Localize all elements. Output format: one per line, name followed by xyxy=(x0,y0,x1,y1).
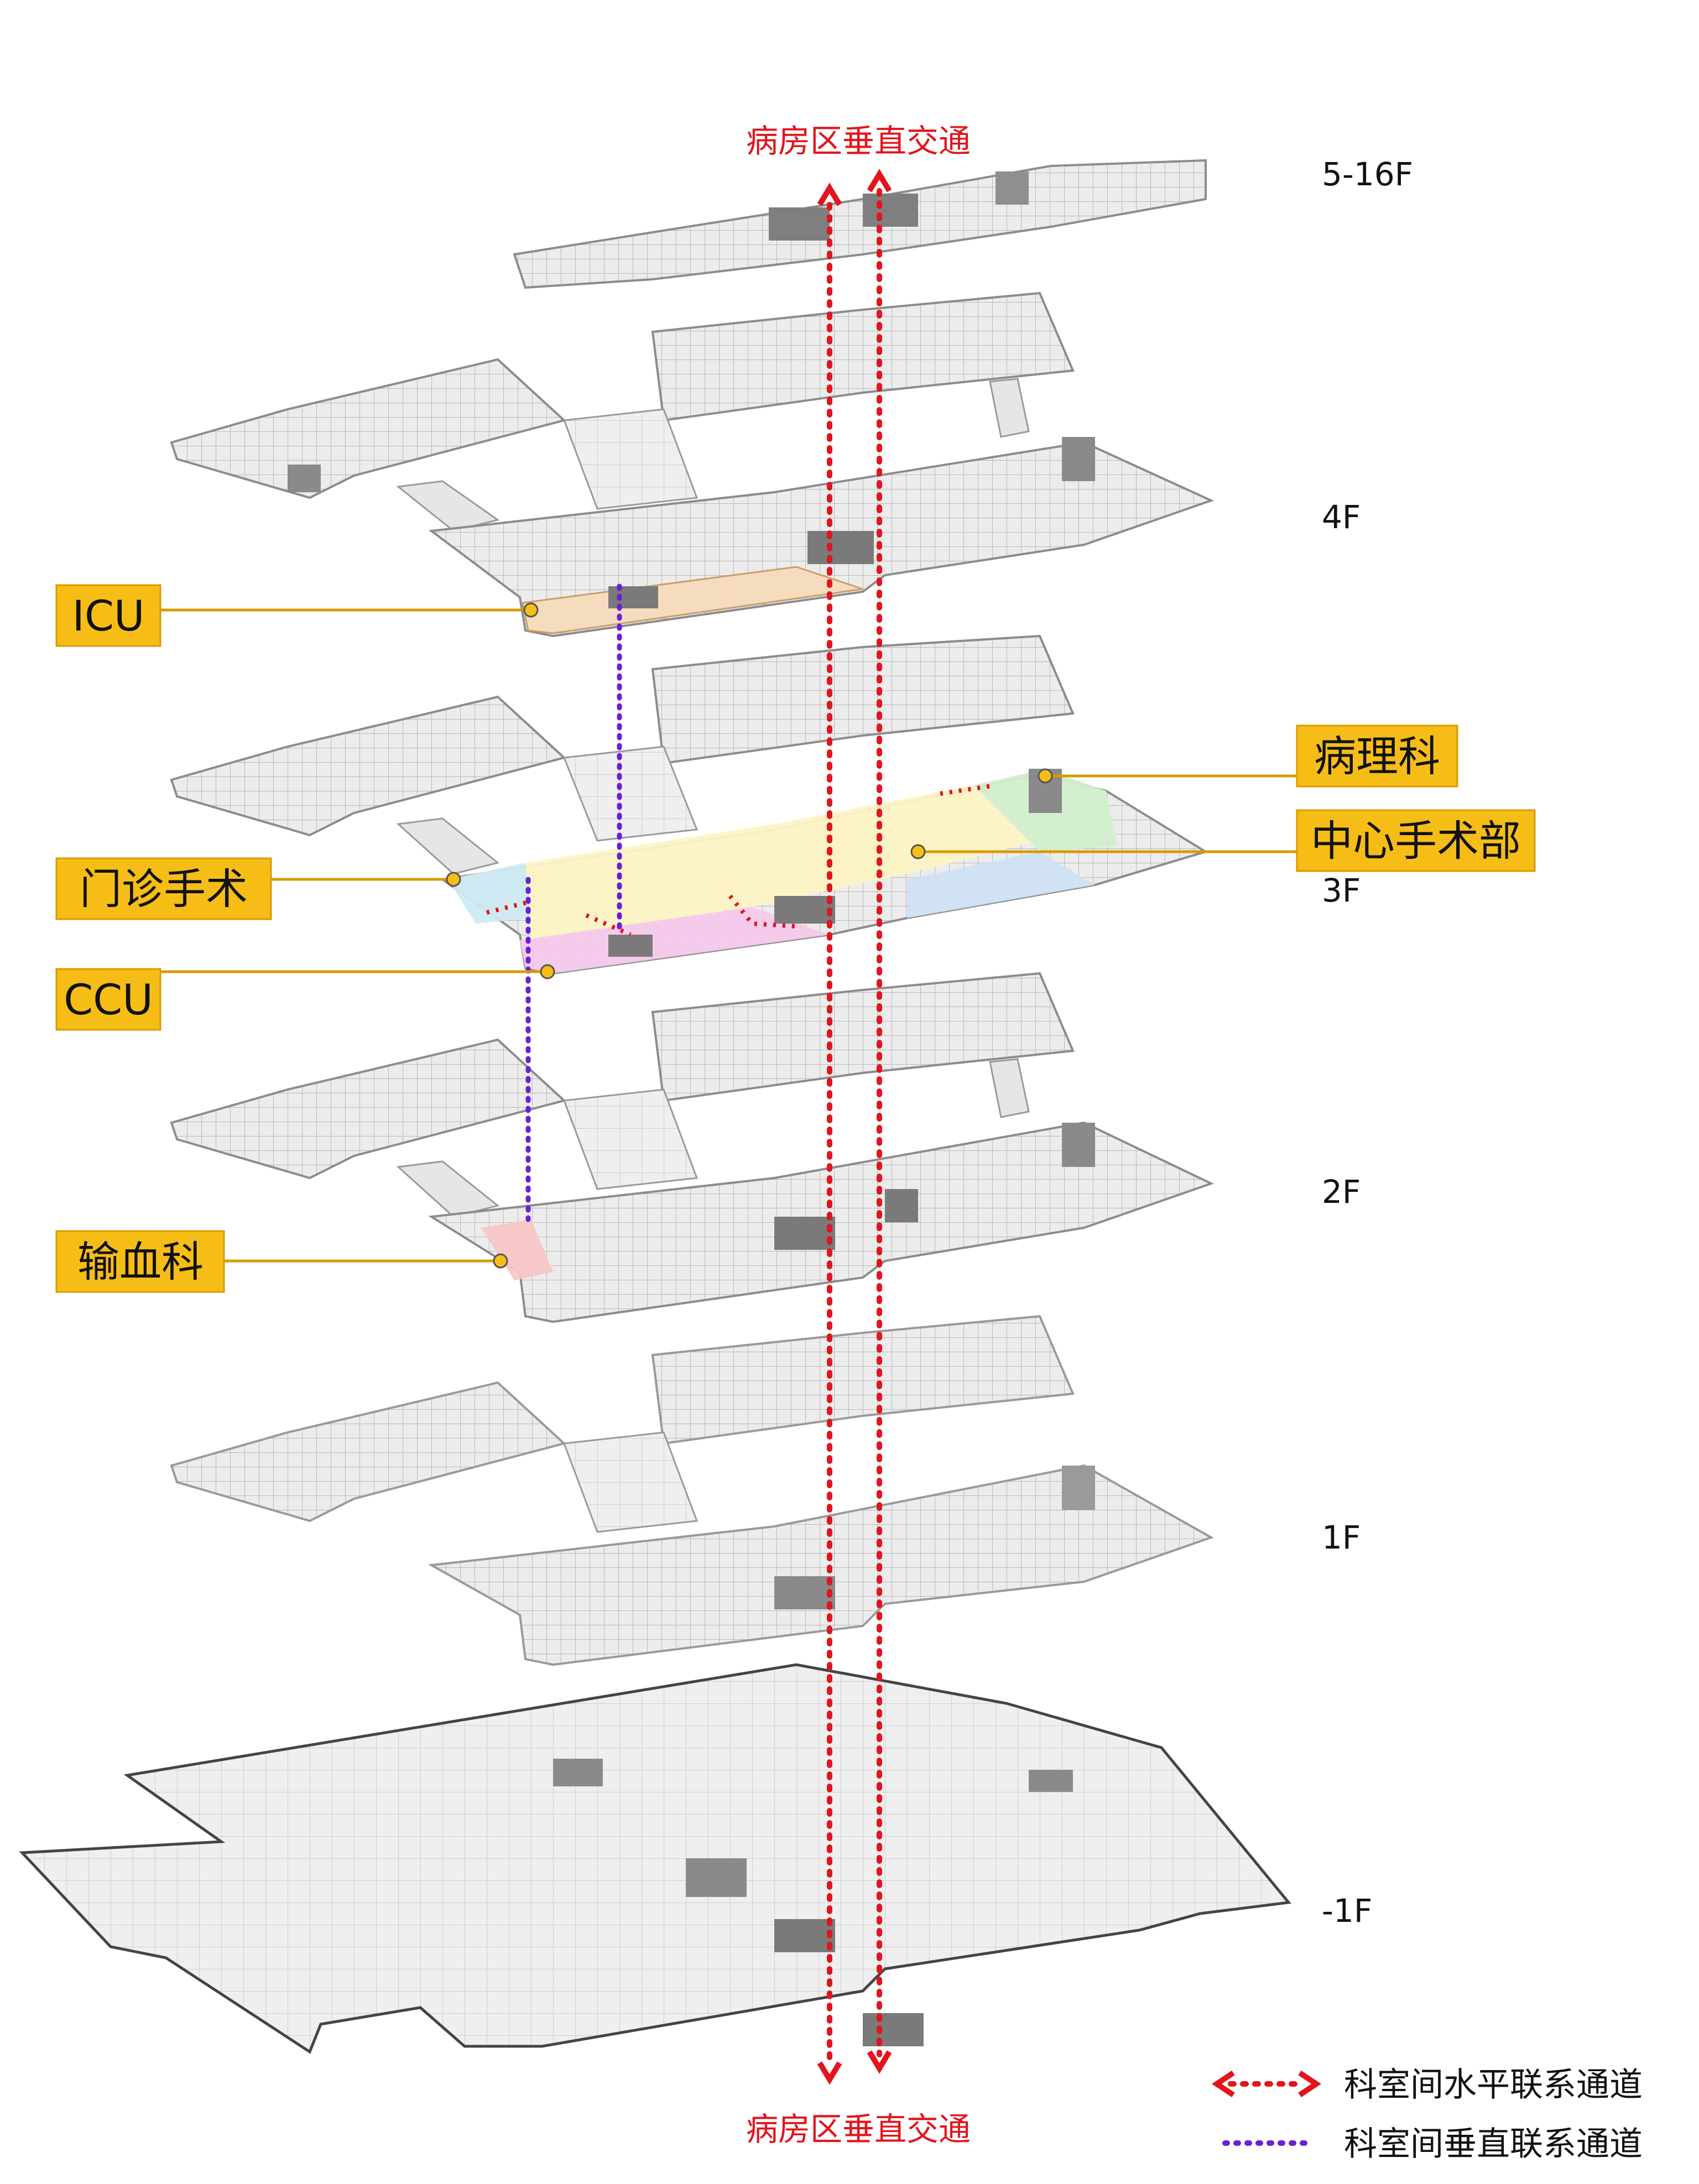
legend-horizontal-label: 科室间水平联系通道 xyxy=(1344,2066,1643,2104)
callout-pathology-label: 病理科 xyxy=(1314,732,1440,781)
floor-label-b1: -1F xyxy=(1322,1892,1372,1930)
legend-vertical: 科室间垂直联系通道 xyxy=(1222,2125,1643,2164)
callout-icu: ICU xyxy=(55,584,539,647)
floor-plan-b1 xyxy=(19,1663,1291,2054)
callout-ccu: CCU xyxy=(55,964,555,1031)
blue-zone xyxy=(907,852,1095,918)
floor-plan-4f xyxy=(170,291,1215,638)
callout-outpatient-surgery-label: 门诊手术 xyxy=(80,864,248,914)
legend-horizontal: 科室间水平联系通道 xyxy=(1211,2066,1643,2104)
legend: 科室间水平联系通道 科室间垂直联系通道 xyxy=(1211,2066,1643,2164)
central-surgery-zone xyxy=(525,785,1040,940)
floor-label-1f: 1F xyxy=(1322,1519,1361,1556)
ward-vertical-traffic xyxy=(817,169,892,2085)
callout-pathology: 病理科 xyxy=(1038,724,1458,788)
floor-plan-2f xyxy=(170,972,1215,1323)
floor-plan-5-16f xyxy=(513,159,1207,289)
callout-outpatient-surgery: 门诊手术 xyxy=(55,857,461,920)
callout-icu-label: ICU xyxy=(72,591,144,640)
floor-label-2f: 2F xyxy=(1322,1173,1361,1211)
bottom-title: 病房区垂直交通 xyxy=(746,2110,971,2148)
floor-plan-3f xyxy=(170,634,1208,975)
callout-central-surgery-label: 中心手术部 xyxy=(1311,816,1521,866)
callout-blood-transfusion-label: 输血科 xyxy=(77,1237,204,1286)
floor-label-3f: 3F xyxy=(1322,872,1361,909)
callout-ccu-label: CCU xyxy=(64,975,153,1024)
outpatient-surgery-zone xyxy=(448,863,531,924)
floor-label-5-16f: 5-16F xyxy=(1322,155,1413,193)
callout-blood-transfusion: 输血科 xyxy=(55,1230,508,1293)
floor-plan-1f xyxy=(170,1315,1214,1666)
callout-central-surgery: 中心手术部 xyxy=(910,809,1536,872)
department-vertical-links xyxy=(525,583,622,1222)
department-horizontal-links xyxy=(486,783,996,937)
top-title: 病房区垂直交通 xyxy=(746,122,971,160)
floor-label-4f: 4F xyxy=(1322,498,1361,536)
legend-vertical-label: 科室间垂直联系通道 xyxy=(1344,2125,1643,2164)
icu-zone xyxy=(522,566,863,634)
ccu-zone xyxy=(520,907,830,973)
blood-transfusion-zone xyxy=(481,1219,553,1280)
